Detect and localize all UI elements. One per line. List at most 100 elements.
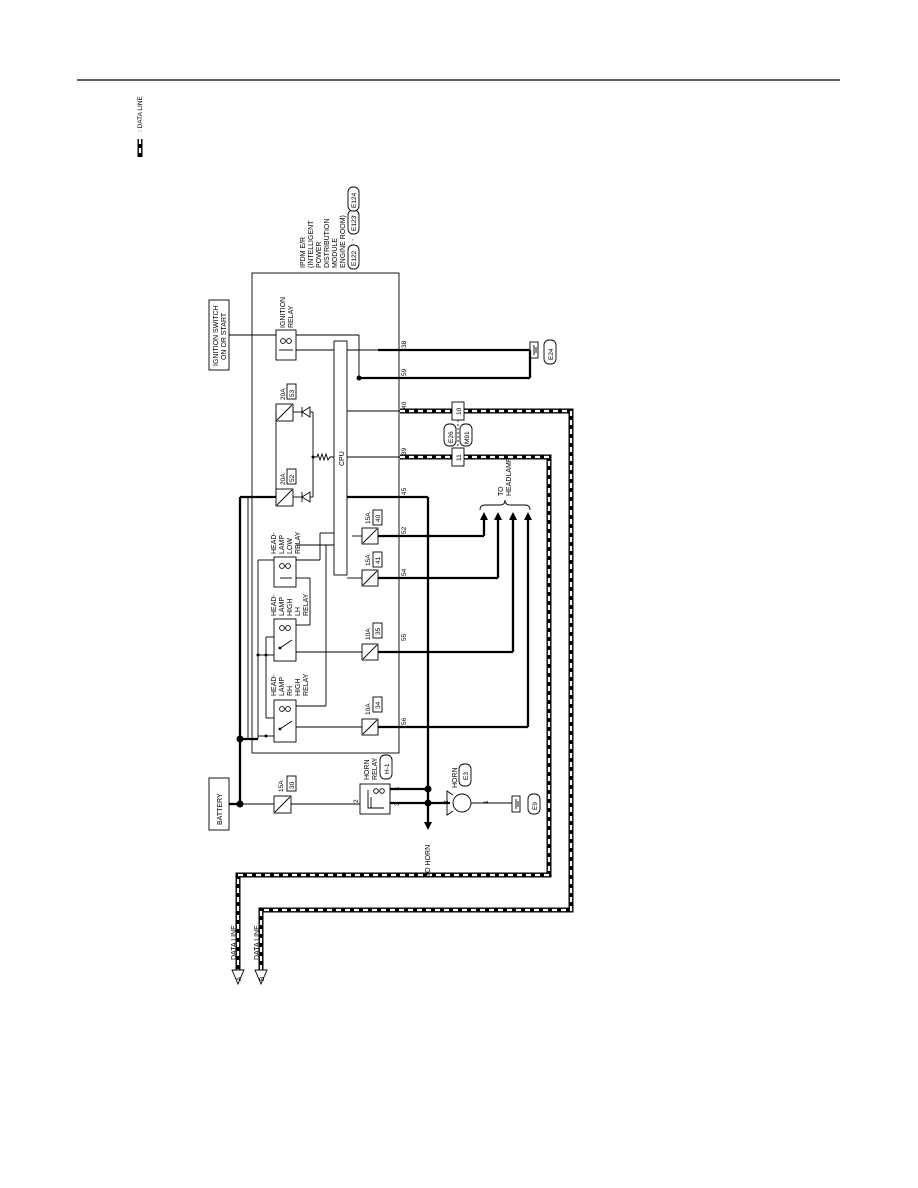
svg-text:HEAD-: HEAD- — [271, 594, 278, 616]
svg-text:RELAY: RELAY — [288, 305, 295, 328]
svg-text:40: 40 — [375, 514, 382, 522]
to-headlamp-label: TO — [498, 486, 505, 496]
svg-text:HEADLAMP: HEADLAMP — [506, 457, 513, 496]
svg-text:40: 40 — [401, 401, 408, 409]
svg-text:HEAD-: HEAD- — [271, 532, 278, 554]
svg-text:DATA LINE: DATA LINE — [231, 925, 238, 960]
svg-text:ON OR START: ON OR START — [221, 312, 228, 360]
svg-text:35: 35 — [375, 627, 382, 635]
headlamp-low-relay: HEAD- LAMP LOW RELAY — [271, 531, 302, 588]
svg-text:30: 30 — [289, 781, 296, 789]
svg-text:E124: E124 — [351, 192, 358, 208]
svg-text:55: 55 — [401, 633, 408, 641]
svg-text:LOW: LOW — [287, 538, 294, 554]
svg-text:DATA LINE: DATA LINE — [254, 925, 261, 960]
svg-text:LAMP: LAMP — [279, 597, 286, 616]
svg-text:1: 1 — [483, 800, 490, 804]
svg-text:M91: M91 — [464, 431, 471, 444]
data-line-b — [258, 408, 574, 970]
svg-text:2: 2 — [353, 799, 360, 803]
fuse-41: 15A 41 — [361, 551, 383, 587]
svg-text:POWER: POWER — [316, 242, 323, 268]
legend: : DATA LINE — [137, 95, 144, 157]
fuse-53: 20A 53 — [275, 383, 297, 422]
svg-text:IPDM E/R: IPDM E/R — [300, 237, 307, 268]
svg-text:LAMP: LAMP — [279, 677, 286, 696]
svg-text:RELAY: RELAY — [303, 673, 310, 696]
svg-text:45: 45 — [401, 487, 408, 495]
svg-text:56: 56 — [401, 717, 408, 725]
horn-icon: HORN E3 2 1 — [443, 763, 512, 816]
svg-text:RH: RH — [287, 686, 294, 696]
svg-text:E26: E26 — [448, 431, 455, 443]
cpu-label: CPU — [339, 451, 346, 466]
svg-text:IGNITION SWITCH: IGNITION SWITCH — [213, 305, 220, 366]
svg-text:15A: 15A — [278, 780, 285, 792]
svg-text:20A: 20A — [280, 388, 287, 400]
data-line-a — [235, 454, 552, 970]
ipdm-module-box — [251, 272, 400, 754]
ground-e9: E9 — [511, 793, 541, 815]
svg-text:RELAY: RELAY — [372, 757, 379, 780]
svg-text:20A: 20A — [280, 473, 287, 485]
to-horn-label: TO HORN — [425, 845, 432, 877]
svg-text:HORN: HORN — [364, 759, 371, 780]
connector-marker-a: A — [236, 976, 243, 981]
svg-text:10A: 10A — [365, 703, 372, 715]
fuse-35: 10A 35 — [361, 622, 383, 661]
headlamp-arrows — [480, 512, 532, 520]
svg-text:DISTRIBUTION: DISTRIBUTION — [324, 219, 331, 268]
svg-text:52: 52 — [289, 474, 296, 482]
data-line-a-end: DATA LINE A — [231, 925, 245, 986]
svg-text:MODULE: MODULE — [332, 238, 339, 268]
svg-text:,: , — [352, 235, 354, 242]
svg-text:(INTELLIGENT: (INTELLIGENT — [308, 220, 315, 268]
svg-text:H-1: H-1 — [384, 763, 391, 774]
svg-text:34: 34 — [375, 701, 382, 709]
module-terminals: 38 59 40 39 45 52 54 55 56 — [401, 340, 408, 725]
svg-text:HEAD-: HEAD- — [271, 674, 278, 696]
svg-text:41: 41 — [375, 556, 382, 564]
svg-text:E122: E122 — [351, 250, 358, 266]
ground-e24: E24 — [529, 339, 557, 365]
svg-text:HIGH: HIGH — [287, 599, 294, 617]
svg-text:LAMP: LAMP — [279, 535, 286, 554]
cpu-block — [333, 340, 348, 576]
fuse-40: 15A 40 — [361, 509, 383, 545]
svg-text:E9: E9 — [532, 802, 539, 810]
svg-text:54: 54 — [401, 568, 408, 576]
svg-text:RELAY: RELAY — [303, 593, 310, 616]
svg-text:RELAY: RELAY — [295, 531, 302, 554]
fuse-52: 20A 52 — [275, 468, 297, 507]
svg-text:BATTERY: BATTERY — [217, 793, 224, 825]
svg-text:11: 11 — [456, 454, 463, 461]
svg-text:15A: 15A — [365, 512, 372, 524]
ipdm-module-label: IPDM E/R (INTELLIGENT POWER DISTRIBUTION… — [300, 215, 347, 268]
svg-text:15A: 15A — [365, 554, 372, 566]
fuse-30: 15A 30 — [273, 775, 297, 814]
svg-text:2: 2 — [443, 800, 450, 804]
legend-label: : DATA LINE — [137, 95, 144, 132]
svg-text:38: 38 — [401, 340, 408, 348]
connector-marker-b: B — [259, 977, 266, 981]
svg-text:,: , — [352, 211, 354, 218]
headlamp-high-rh-relay: HEAD- LAMP RH HIGH RELAY — [271, 673, 310, 743]
svg-text:53: 53 — [289, 389, 296, 397]
ipdm-connector-ids: E122 E123 E124 , , — [347, 186, 360, 270]
svg-text:HIGH: HIGH — [295, 679, 302, 697]
svg-text:LH: LH — [295, 607, 302, 616]
svg-text:10: 10 — [456, 407, 463, 415]
svg-text:ENGINE ROOM): ENGINE ROOM) — [340, 215, 347, 268]
svg-text:59: 59 — [401, 368, 408, 376]
svg-text:39: 39 — [401, 447, 408, 455]
ignition-relay: IGNITION RELAY — [275, 297, 297, 361]
data-line-b-end: DATA LINE B — [254, 925, 268, 986]
svg-text:E3: E3 — [463, 772, 470, 780]
joint-connector: 10 11 E26 M91 — [443, 401, 473, 467]
svg-text:IGNITION: IGNITION — [280, 297, 287, 328]
svg-text:HORN: HORN — [452, 767, 459, 788]
svg-text:52: 52 — [401, 526, 408, 534]
horn-relay: HORN RELAY H-1 1 2 3 — [353, 754, 401, 815]
svg-text:10A: 10A — [365, 628, 372, 640]
fuse-34: 10A 34 — [361, 696, 383, 736]
